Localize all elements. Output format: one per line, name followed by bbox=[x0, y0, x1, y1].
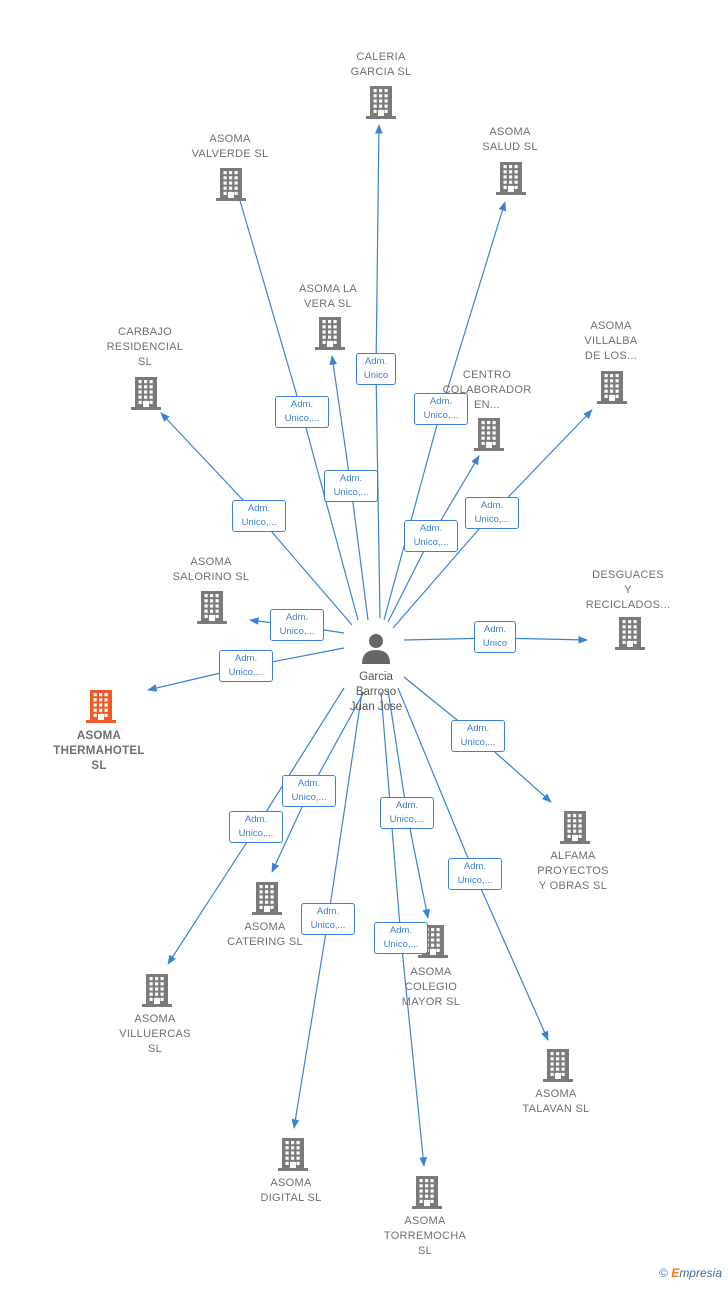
node-label-catering[interactable]: ASOMA CATERING SL bbox=[227, 921, 303, 948]
edge-label-lavera[interactable]: Adm. Unico,... bbox=[324, 470, 378, 502]
edge-label-salud[interactable]: Adm. Unico,... bbox=[414, 393, 468, 425]
node-label-villalba[interactable]: ASOMA VILLALBA DE LOS... bbox=[584, 320, 638, 362]
person-name[interactable]: Garcia Barroso Juan Jose bbox=[349, 671, 403, 713]
node-label-salud[interactable]: ASOMA SALUD SL bbox=[482, 126, 538, 153]
node-label-colegio[interactable]: ASOMA COLEGIO MAYOR SL bbox=[401, 966, 461, 1008]
building-icon-lavera[interactable] bbox=[315, 317, 345, 350]
node-label-salorino[interactable]: ASOMA SALORINO SL bbox=[172, 556, 250, 583]
edge-label-alfama[interactable]: Adm. Unico,... bbox=[451, 720, 505, 752]
node-label-caleria[interactable]: CALERIA GARCIA SL bbox=[350, 51, 412, 78]
edge-label-talavan[interactable]: Adm. Unico,... bbox=[448, 858, 502, 890]
brand-name: mpresia bbox=[679, 1266, 722, 1280]
edge-label-digital[interactable]: Adm. Unico,... bbox=[301, 903, 355, 935]
edge-label-catering[interactable]: Adm. Unico,... bbox=[282, 775, 336, 807]
building-icon-caleria[interactable] bbox=[366, 86, 396, 119]
building-icon-salud[interactable] bbox=[496, 162, 526, 195]
edge-label-salorino[interactable]: Adm. Unico,... bbox=[270, 609, 324, 641]
copyright-symbol: © bbox=[659, 1266, 668, 1280]
edge-label-villuercas[interactable]: Adm. Unico,... bbox=[229, 811, 283, 843]
building-icon-valverde[interactable] bbox=[216, 168, 246, 201]
edge-label-colegio[interactable]: Adm. Unico,... bbox=[380, 797, 434, 829]
node-label-lavera[interactable]: ASOMA LA VERA SL bbox=[298, 283, 358, 310]
edge-label-centro[interactable]: Adm. Unico,... bbox=[404, 520, 458, 552]
edge-label-villalba[interactable]: Adm. Unico,... bbox=[465, 497, 519, 529]
node-label-digital[interactable]: ASOMA DIGITAL SL bbox=[260, 1177, 322, 1204]
edge-label-desguaces[interactable]: Adm. Unico bbox=[474, 621, 516, 653]
edge-label-caleria[interactable]: Adm. Unico bbox=[356, 353, 396, 385]
person-icon[interactable] bbox=[362, 634, 390, 664]
edge-label-valverde[interactable]: Adm. Unico,... bbox=[275, 396, 329, 428]
node-label-torremocha[interactable]: ASOMA TORREMOCHA SL bbox=[383, 1215, 467, 1257]
edge-label-torremocha[interactable]: Adm. Unico,... bbox=[374, 922, 428, 954]
building-icon-talavan[interactable] bbox=[543, 1049, 573, 1082]
node-label-thermahotel[interactable]: ASOMA THERMAHOTEL SL bbox=[53, 730, 145, 772]
building-icon-salorino[interactable] bbox=[197, 591, 227, 624]
building-icon-desguaces[interactable] bbox=[615, 617, 645, 650]
building-icon-torremocha[interactable] bbox=[412, 1176, 442, 1209]
building-icon-catering[interactable] bbox=[252, 882, 282, 915]
building-icon-villalba[interactable] bbox=[597, 371, 627, 404]
node-label-carbajo[interactable]: CARBAJO RESIDENCIAL SL bbox=[106, 326, 184, 368]
node-label-valverde[interactable]: ASOMA VALVERDE SL bbox=[191, 133, 269, 160]
building-icon-thermahotel[interactable] bbox=[86, 690, 116, 723]
node-label-talavan[interactable]: ASOMA TALAVAN SL bbox=[522, 1088, 590, 1115]
node-label-centro[interactable]: CENTRO COLABORADOR EN... bbox=[442, 369, 532, 411]
building-icon-centro[interactable] bbox=[474, 418, 504, 451]
node-label-villuercas[interactable]: ASOMA VILLUERCAS SL bbox=[119, 1013, 191, 1055]
footer-brand: © Empresia bbox=[659, 1266, 722, 1280]
edge-label-carbajo[interactable]: Adm. Unico,... bbox=[232, 500, 286, 532]
building-icon-alfama[interactable] bbox=[560, 811, 590, 844]
node-label-desguaces[interactable]: DESGUACES Y RECICLADOS... bbox=[585, 569, 671, 611]
building-icon-villuercas[interactable] bbox=[142, 974, 172, 1007]
building-icon-carbajo[interactable] bbox=[131, 377, 161, 410]
building-icon-digital[interactable] bbox=[278, 1138, 308, 1171]
node-label-alfama[interactable]: ALFAMA PROYECTOS Y OBRAS SL bbox=[537, 850, 609, 892]
edge-label-thermahotel[interactable]: Adm. Unico,... bbox=[219, 650, 273, 682]
brand-initial: E bbox=[671, 1266, 680, 1280]
